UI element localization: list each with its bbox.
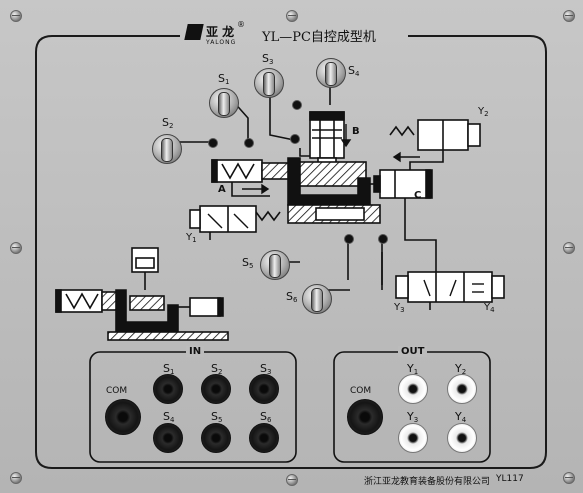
screw-icon [10, 242, 22, 254]
switch-label-s6: S6 [286, 290, 298, 304]
in-jack-label-s4: S4 [163, 410, 175, 424]
in-com-label: COM [106, 386, 128, 396]
small-socket[interactable] [208, 138, 218, 148]
in-jack-label-s5: S5 [211, 410, 223, 424]
page-title: YL—PC自控成型机 [262, 30, 376, 45]
out-jack-y3[interactable] [398, 423, 428, 453]
brand-name-cn: 亚 龙 [206, 25, 235, 39]
toggle-switch-s5[interactable] [258, 246, 290, 284]
in-jack-s1[interactable] [153, 374, 183, 404]
in-jack-label-s3: S3 [260, 362, 272, 376]
switch-label-s1: S1 [218, 72, 230, 86]
out-jack-label-y3: Y3 [407, 410, 419, 424]
in-jack-s5[interactable] [201, 423, 231, 453]
in-jack-s2[interactable] [201, 374, 231, 404]
small-socket[interactable] [244, 138, 254, 148]
out-jack-label-y1: Y1 [407, 362, 419, 376]
in-jack-s3[interactable] [249, 374, 279, 404]
brand-logo: 亚 龙 ® YALONG [184, 20, 245, 50]
toggle-switch-s6[interactable] [300, 280, 332, 318]
cylinder-label-c: C [414, 190, 422, 201]
switch-label-s2: S2 [162, 116, 174, 130]
logo-mark-icon [184, 24, 204, 40]
company-name: 浙江亚龙教育装备股份有限公司 [364, 477, 491, 487]
valve-label-y2: Y2 [478, 106, 489, 118]
toggle-switch-s4[interactable] [314, 54, 346, 92]
brand-name-en: YALONG [206, 39, 237, 46]
in-panel-title: IN [186, 346, 205, 357]
small-socket[interactable] [290, 134, 300, 144]
out-jack-y2[interactable] [447, 374, 477, 404]
out-jack-label-y2: Y2 [455, 362, 467, 376]
in-jack-label-s6: S6 [260, 410, 272, 424]
screw-icon [563, 242, 575, 254]
screw-icon [10, 472, 22, 484]
cylinder-label-b: B [352, 126, 360, 137]
toggle-switch-s2[interactable] [150, 130, 182, 168]
toggle-switch-s1[interactable] [207, 84, 239, 122]
small-socket[interactable] [344, 234, 354, 244]
screw-icon [563, 472, 575, 484]
in-com-jack[interactable] [105, 399, 141, 435]
switch-label-s3: S3 [262, 52, 274, 66]
valve-label-y3: Y3 [394, 302, 405, 314]
screw-icon [563, 10, 575, 22]
in-jack-label-s1: S1 [163, 362, 175, 376]
switch-label-s5: S5 [242, 256, 254, 270]
out-panel-title: OUT [398, 346, 428, 357]
toggle-switch-s3[interactable] [252, 64, 284, 102]
out-com-jack[interactable] [347, 399, 383, 435]
out-jack-y4[interactable] [447, 423, 477, 453]
switch-label-s4: S4 [348, 64, 360, 78]
in-jack-label-s2: S2 [211, 362, 223, 376]
model-number: YL117 [496, 474, 524, 484]
small-socket[interactable] [292, 100, 302, 110]
out-jack-label-y4: Y4 [455, 410, 467, 424]
in-jack-s6[interactable] [249, 423, 279, 453]
screw-icon [286, 474, 298, 486]
out-jack-y1[interactable] [398, 374, 428, 404]
valve-label-y1: Y1 [186, 232, 197, 244]
in-jack-s4[interactable] [153, 423, 183, 453]
out-com-label: COM [350, 386, 372, 396]
cylinder-label-a: A [218, 184, 226, 195]
screw-icon [286, 10, 298, 22]
valve-label-y4: Y4 [484, 302, 495, 314]
screw-icon [10, 10, 22, 22]
small-socket[interactable] [378, 234, 388, 244]
registered-mark: ® [237, 20, 245, 29]
